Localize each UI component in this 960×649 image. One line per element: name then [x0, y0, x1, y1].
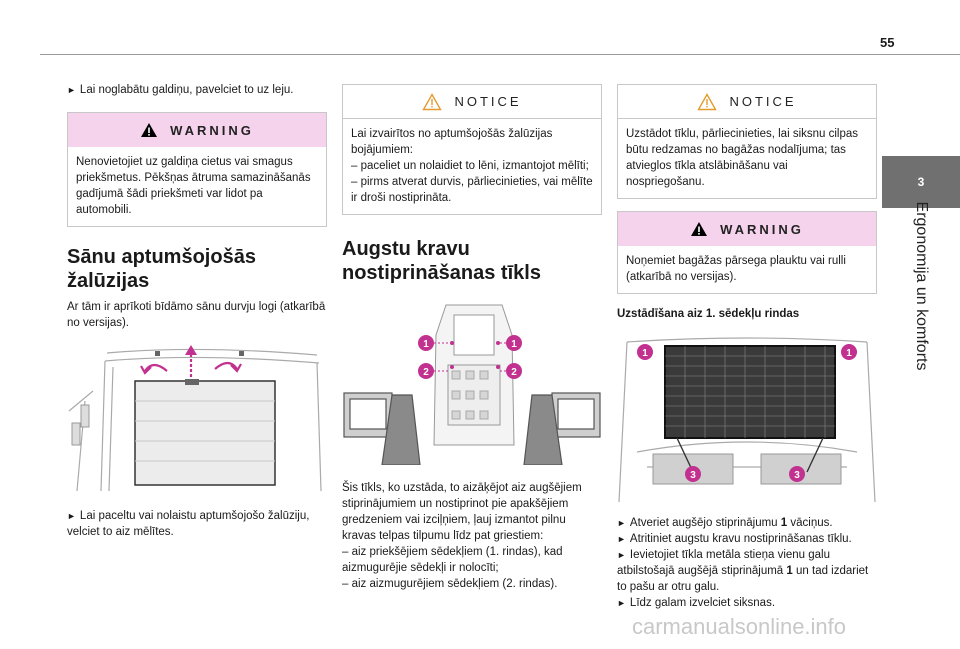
net-item: – aiz aizmugurējiem sēdekļiem (2. rindas… — [342, 578, 558, 590]
net-paragraph: Šis tīkls, ko uzstāda, to aizāķējot aiz … — [342, 482, 582, 542]
callout-label: 1 — [511, 339, 517, 350]
notice-item: – pirms atverat durvis, pārliecinieties,… — [351, 176, 593, 204]
sunblind-bullet: ►Lai paceltu vai nolaistu aptumšojošo ža… — [67, 508, 327, 540]
column-3: NOTICE Uzstādot tīklu, pārliecinieties, … — [617, 82, 877, 611]
chapter-tab[interactable]: 3 — [882, 156, 960, 208]
callout-label: 2 — [511, 367, 517, 378]
notice-icon — [697, 92, 718, 110]
callout-2-left — [418, 363, 434, 379]
notice-box: NOTICE Lai izvairītos no aptumšojošās ža… — [342, 84, 602, 215]
section-title-net: Augstu kravu nostiprināšanas tīkls — [342, 237, 602, 285]
chapter-title: Ergonomija un komforts — [913, 201, 930, 371]
warning-header: WARNING — [68, 113, 326, 147]
notice-label: NOTICE — [729, 94, 797, 109]
callout-3-right — [789, 466, 805, 482]
install-subtitle: Uzstādīšana aiz 1. sēdekļu rindas — [617, 308, 800, 320]
install-bullet: ►Atritiniet augstu kravu nostiprināšanas… — [617, 531, 877, 547]
bullet-text: Atritiniet augstu kravu nostiprināšanas … — [629, 533, 852, 545]
install-bullet: ►Atveriet augšējo stiprinājumu 1 vāciņus… — [617, 515, 877, 531]
section-text: Ar tām ir aprīkoti bīdāmo sānu durvju lo… — [67, 301, 326, 329]
bullet-text: un tad izdariet to pašu ar otru galu. — [617, 565, 869, 593]
notice-label: NOTICE — [454, 94, 522, 109]
callout-1-left — [418, 335, 434, 351]
warning-icon — [141, 123, 158, 137]
notice-header: NOTICE — [618, 85, 876, 119]
callout-label: 3 — [690, 470, 696, 481]
section-title-line: žalūzijas — [67, 270, 150, 292]
warning-text: Nenovietojiet uz galdiņa cietus vai smag… — [76, 156, 311, 216]
notice-header: NOTICE — [343, 85, 601, 119]
arrow-icon: ► — [617, 550, 626, 560]
warning-header: WARNING — [618, 212, 876, 246]
chapter-label: Ergonomija un komforts — [882, 202, 960, 371]
section-title-blinds: Sānu aptumšojošās žalūzijas — [67, 245, 327, 293]
callout-label: 3 — [794, 470, 800, 481]
notice-item: – paceliet un nolaidiet to lēni, izmanto… — [351, 160, 589, 172]
cargo-net-illustration: 1 1 2 2 — [342, 295, 602, 466]
sunblind-bullet-text: Lai paceltu vai nolaistu aptumšojošo žal… — [67, 510, 310, 538]
arrow-icon: ► — [617, 534, 626, 544]
column-1: ►Lai noglabātu galdiņu, pavelciet to uz … — [67, 82, 327, 540]
warning-icon — [691, 222, 708, 236]
callout-2-right — [506, 363, 522, 379]
notice-icon — [422, 92, 443, 110]
install-bullet: ►Ievietojiet tīkla metāla stieņa vienu g… — [617, 547, 877, 595]
intro-bullet: ►Lai noglabātu galdiņu, pavelciet to uz … — [67, 82, 327, 98]
callout-label: 1 — [423, 339, 429, 350]
callout-1-right — [506, 335, 522, 351]
warning-box: WARNING Nenovietojiet uz galdiņa cietus … — [67, 112, 327, 227]
callout-1-right — [841, 344, 857, 360]
arrow-icon: ► — [67, 511, 76, 521]
warning-box: WARNING Noņemiet bagāžas pārsega plauktu… — [617, 211, 877, 294]
bullet-text: Atveriet augšējo stiprinājumu — [629, 517, 781, 529]
intro-bullet-text: Lai noglabātu galdiņu, pavelciet to uz l… — [79, 84, 294, 96]
warning-label: WARNING — [720, 221, 804, 237]
page-number: 55 — [880, 35, 895, 50]
callout-1-left — [637, 344, 653, 360]
callout-label: 2 — [423, 367, 429, 378]
notice-text: Uzstādot tīklu, pārliecinieties, lai sik… — [626, 128, 859, 188]
bullet-ref: 1 — [786, 565, 793, 577]
bullet-text: Līdz galam izvelciet siksnas. — [629, 597, 776, 609]
section-title-line: nostiprināšanas tīkls — [342, 262, 541, 284]
notice-intro: Lai izvairītos no aptumšojošās žalūzijas… — [351, 128, 553, 156]
callout-label: 1 — [642, 348, 648, 359]
column-2: NOTICE Lai izvairītos no aptumšojošās ža… — [342, 82, 602, 592]
bullet-ref: 1 — [780, 517, 788, 529]
section-title-line: Augstu kravu — [342, 238, 470, 260]
section-title-line: Sānu aptumšojošās — [67, 246, 256, 268]
arrow-icon: ► — [617, 598, 626, 608]
notice-text: Lai izvairītos no aptumšojošās žalūzijas… — [343, 119, 601, 214]
header-rule — [40, 54, 960, 55]
sunblind-illustration — [67, 341, 327, 492]
callout-label: 1 — [846, 348, 852, 359]
callout-3-left — [685, 466, 701, 482]
bullet-text: vāciņus. — [787, 517, 833, 529]
warning-label: WARNING — [170, 122, 254, 138]
arrow-icon: ► — [67, 85, 76, 95]
arrow-icon: ► — [617, 518, 626, 528]
warning-text: Noņemiet bagāžas pārsega plauktu vai rul… — [626, 255, 846, 283]
watermark: carmanualsonline.info — [632, 614, 847, 639]
net-item: – aiz priekšējiem sēdekļiem (1. rindas),… — [342, 546, 563, 574]
install-bullet: ►Līdz galam izvelciet siksnas. — [617, 595, 877, 611]
notice-box: NOTICE Uzstādot tīklu, pārliecinieties, … — [617, 84, 877, 199]
bullet-text: Ievietojiet tīkla metāla stieņa vienu ga… — [617, 549, 831, 577]
net-install-illustration: 1 1 3 3 — [617, 332, 877, 503]
